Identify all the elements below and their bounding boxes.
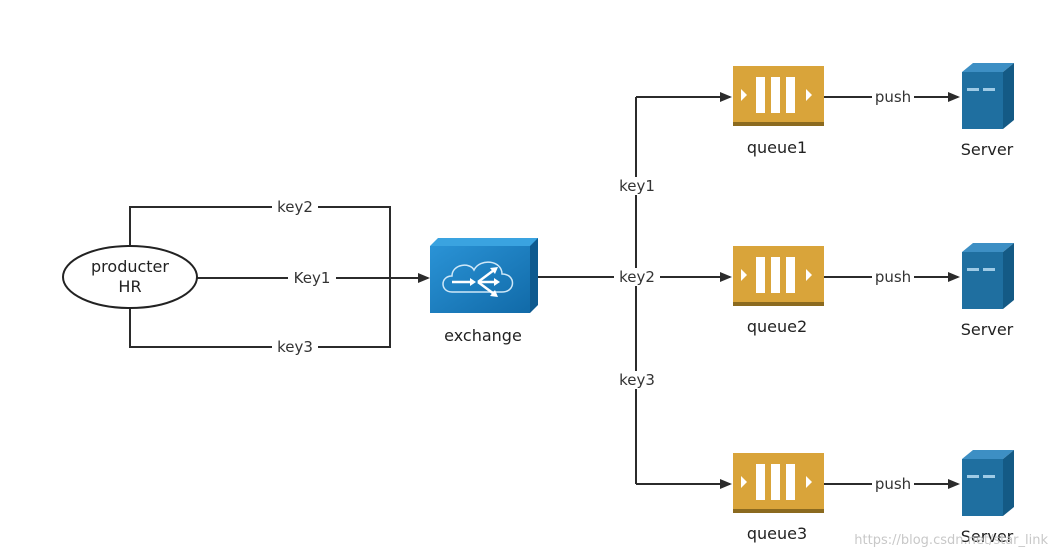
server1-icon [962, 63, 1014, 129]
queue-row-2: queue2 push Server [733, 243, 1014, 339]
edge-producer-key2 [129, 206, 391, 278]
push-label-2: push [875, 268, 911, 286]
server1-label: Server [961, 140, 1014, 159]
server2-icon [962, 243, 1014, 309]
queue-row-3: queue3 push Server [733, 450, 1014, 546]
edge-label-key2: key2 [277, 198, 313, 216]
producer-node: producter HR [62, 245, 198, 309]
producer-edges: key2 Key1 key3 [129, 198, 430, 356]
server3-icon [962, 450, 1014, 516]
exchange-node: exchange [430, 238, 538, 345]
routing-edges: key1 key2 key3 [538, 92, 732, 489]
watermark-text: https://blog.csdn.net/star_link [854, 533, 1048, 548]
edge-label-key1: Key1 [294, 269, 331, 287]
queue1-label: queue1 [747, 138, 807, 157]
push-label-3: push [875, 475, 911, 493]
producer-label-line2: HR [118, 277, 141, 296]
route-label-key1: key1 [619, 177, 655, 195]
queue1-icon [733, 66, 824, 126]
edge-label-key3: key3 [277, 338, 313, 356]
queue2-label: queue2 [747, 317, 807, 336]
producer-label-line1: producter [91, 257, 169, 276]
queue3-icon [733, 453, 824, 513]
server3-label: Server [961, 527, 1014, 546]
queue2-icon [733, 246, 824, 306]
exchange-router-icon [442, 261, 514, 297]
edge-producer-key3 [129, 278, 391, 348]
route-label-key2: key2 [619, 268, 655, 286]
queue3-label: queue3 [747, 524, 807, 543]
route-label-key3: key3 [619, 371, 655, 389]
exchange-label: exchange [444, 326, 522, 345]
queue-row-1: queue1 push Server [733, 63, 1014, 159]
server2-label: Server [961, 320, 1014, 339]
push-label-1: push [875, 88, 911, 106]
